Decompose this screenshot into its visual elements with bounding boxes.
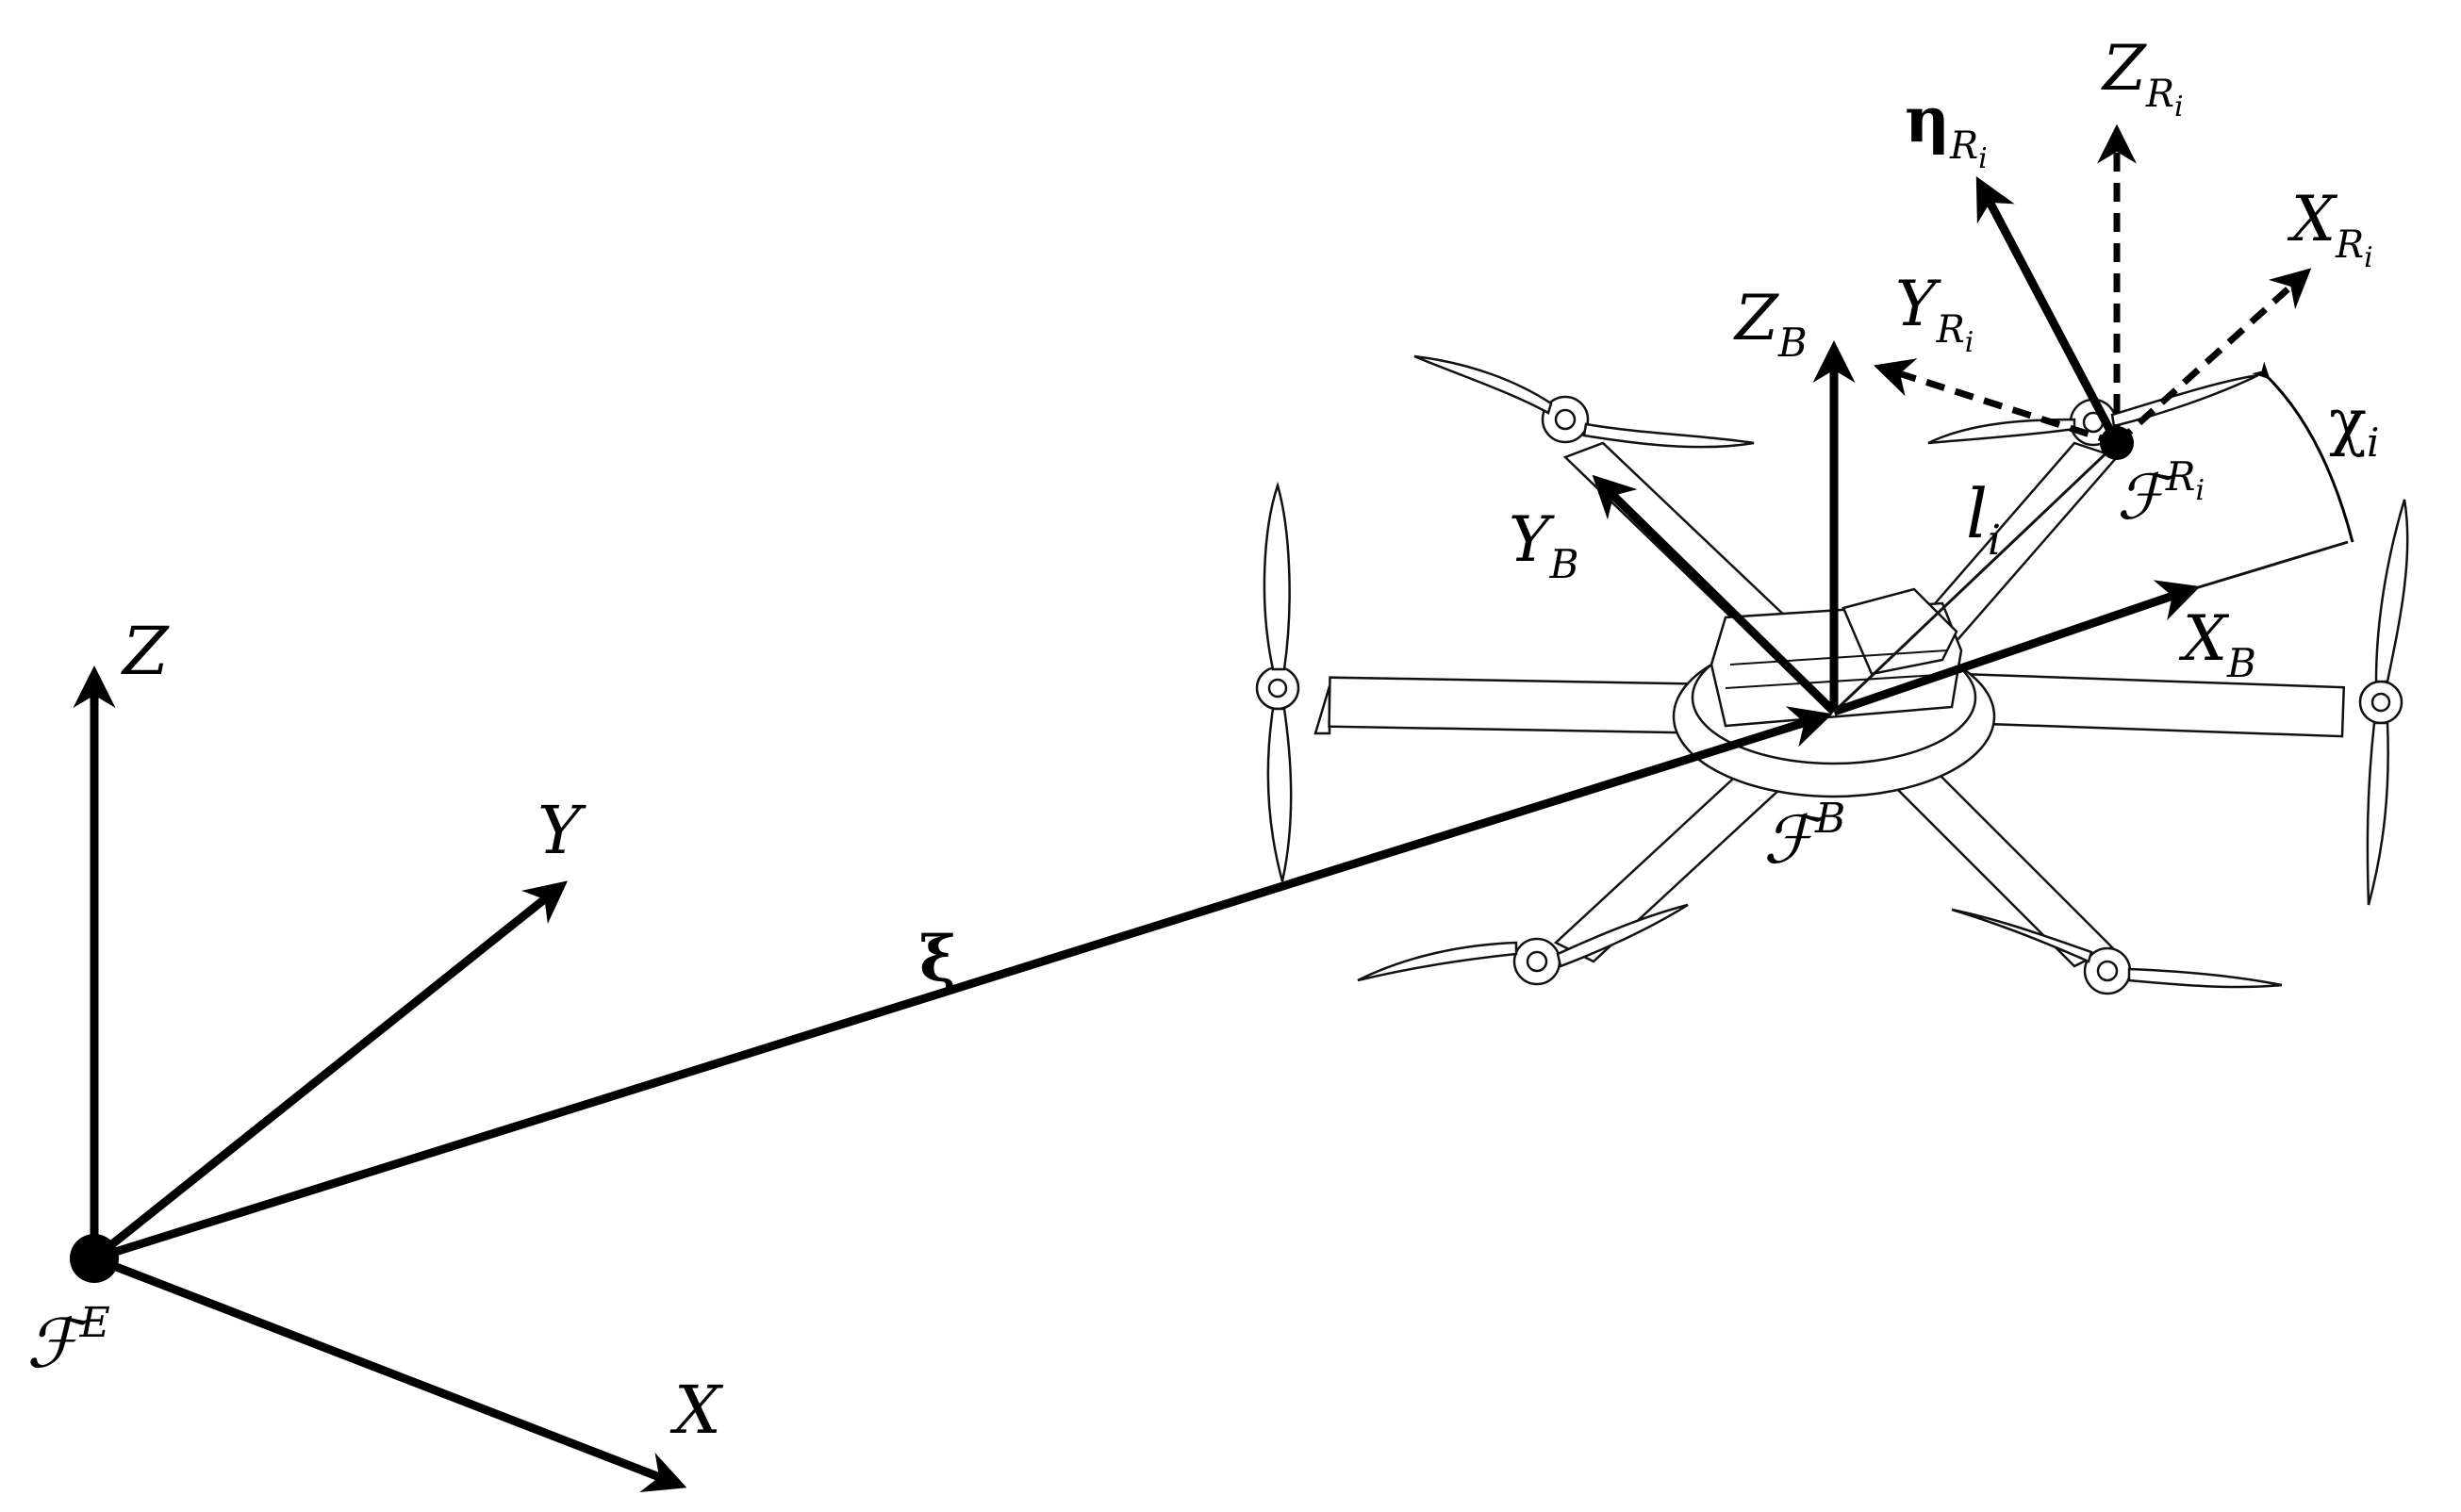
earth-origin-dot xyxy=(70,1234,119,1283)
label-rotor-x: XRi xyxy=(2287,183,2373,274)
arm-left xyxy=(1313,676,1699,735)
body-y-axis xyxy=(1592,474,1838,715)
hexacopter-drawing xyxy=(1255,354,2409,995)
label-eta: ηRi xyxy=(1905,83,1988,175)
chi-angle-arc xyxy=(2252,361,2354,543)
rotor-upper-left xyxy=(1413,354,1755,449)
arm-lower-right xyxy=(1892,766,2115,968)
label-xi: ξ xyxy=(919,922,956,995)
earth-y-axis xyxy=(91,880,569,1262)
body-x-axis xyxy=(1832,580,2201,716)
label-body-x: XB xyxy=(2178,602,2256,686)
rotor-lower-left xyxy=(1357,903,1689,986)
rotor-right xyxy=(2358,499,2409,906)
body-frame xyxy=(1592,340,2349,716)
label-arm-length: li xyxy=(1966,474,2001,565)
rotor-y-axis xyxy=(1873,358,2119,447)
rotor-left xyxy=(1255,481,1300,882)
label-earth-y: Y xyxy=(537,792,586,869)
rotor-frame xyxy=(1832,123,2354,714)
label-rotor-y: YRi xyxy=(1895,268,1974,359)
hub xyxy=(1672,587,1996,798)
label-body-z: ZB xyxy=(1733,282,1808,366)
rotor-upper-right xyxy=(1927,373,2259,447)
label-earth-z: Z xyxy=(121,613,170,690)
earth-x-axis xyxy=(92,1254,687,1492)
label-chi: χi xyxy=(2329,386,2379,466)
label-earth-frame: ℱE xyxy=(26,1299,110,1383)
labels: Z Y X ℱE ξ ZB YB XB ℱB ℱRi li χi ηRi ZRi… xyxy=(26,32,2379,1449)
label-rotor-z: ZRi xyxy=(2101,32,2184,123)
arm-right xyxy=(1958,672,2346,738)
eta-vector xyxy=(1975,176,2121,446)
label-body-frame: ℱB xyxy=(1763,795,1845,879)
arm-length-line xyxy=(1832,441,2119,714)
rotor-lower-right xyxy=(1951,908,2283,995)
rotor-origin-dot xyxy=(2100,426,2134,460)
label-body-y: YB xyxy=(1509,503,1578,587)
arm-upper-left xyxy=(1562,441,1794,643)
label-rotor-frame: ℱRi xyxy=(2117,453,2205,534)
xi-vector xyxy=(92,706,1833,1263)
label-earth-x: X xyxy=(669,1372,724,1449)
earth-frame xyxy=(70,666,1833,1492)
body-x-extension xyxy=(2191,540,2349,591)
rotor-x-axis xyxy=(2114,268,2312,446)
arm-lower-left xyxy=(1553,766,1785,963)
